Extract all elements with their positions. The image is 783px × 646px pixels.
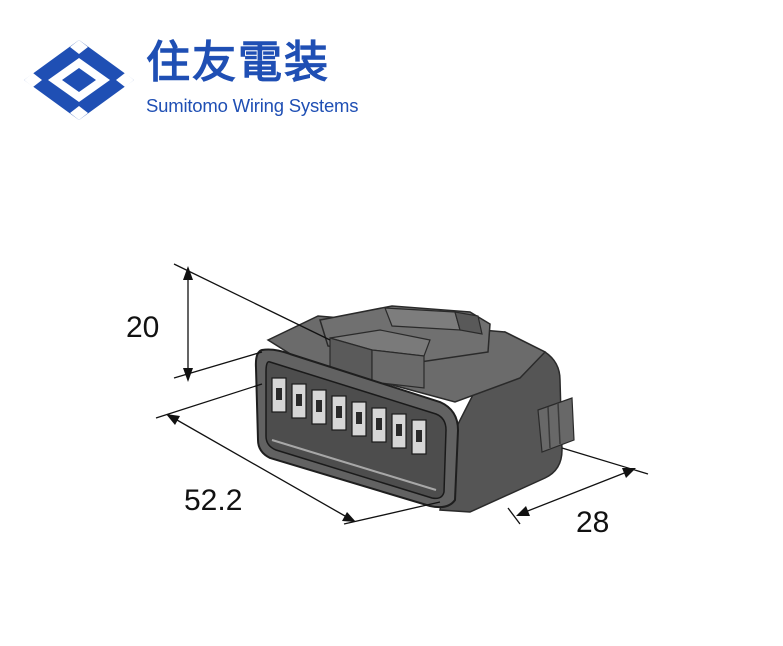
dimension-depth-label: 28 bbox=[576, 506, 609, 539]
dimension-lines bbox=[155, 263, 649, 525]
brand-name-en: Sumitomo Wiring Systems bbox=[146, 95, 359, 116]
sumitomo-logo-icon bbox=[24, 40, 134, 120]
connector-illustration bbox=[254, 305, 575, 513]
dimension-height-label: 20 bbox=[126, 311, 159, 344]
dimension-arrowheads bbox=[166, 266, 636, 522]
brand-name-jp: 住友電装 bbox=[146, 37, 330, 88]
dimension-length-label: 52.2 bbox=[184, 484, 242, 517]
brand-header: 住友電装 Sumitomo Wiring Systems bbox=[20, 34, 380, 124]
